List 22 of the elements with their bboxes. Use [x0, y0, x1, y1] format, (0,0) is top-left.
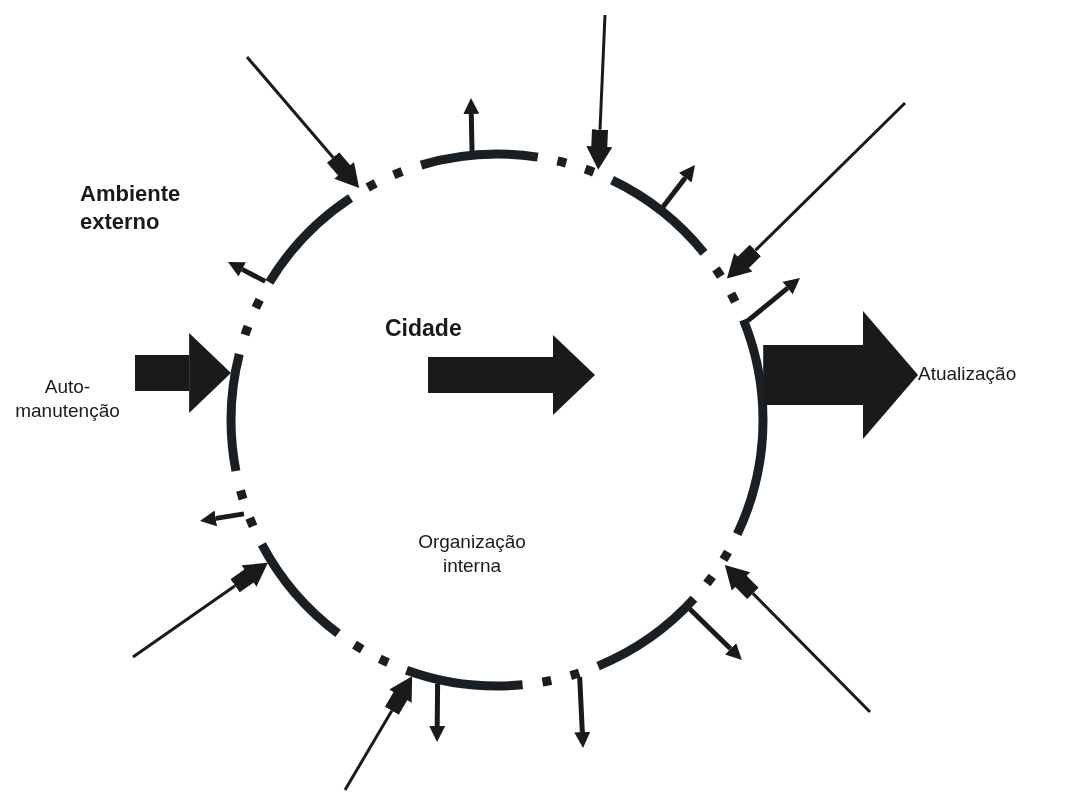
- node-label: Organização interna: [417, 530, 527, 578]
- city-boundary-circle: [225, 148, 769, 692]
- inflow-arrow: [132, 562, 268, 659]
- outflow-arrow: [660, 165, 695, 209]
- inflow-arrow: [245, 56, 360, 188]
- outflow-arrow: [228, 262, 267, 284]
- outflow-arrow: [574, 676, 591, 748]
- title-text: Cidade: [385, 316, 463, 340]
- outflow-arrow: [688, 607, 742, 660]
- outflow-arrow: [463, 98, 480, 152]
- block-arrow: [135, 333, 232, 413]
- outflow-arrow: [200, 510, 245, 527]
- inflow-arrow: [726, 101, 907, 279]
- inflow-arrow: [343, 676, 413, 791]
- outflow-arrow: [429, 683, 446, 742]
- node-label: Atualização: [918, 362, 1018, 386]
- inflow-arrow: [724, 564, 872, 714]
- inflow-arrow: [586, 14, 613, 170]
- outflow-arrow: [746, 277, 800, 323]
- node-label: Auto-manutenção: [14, 375, 121, 423]
- block-arrow: [763, 311, 918, 439]
- region-label: Ambiente externo: [80, 180, 182, 236]
